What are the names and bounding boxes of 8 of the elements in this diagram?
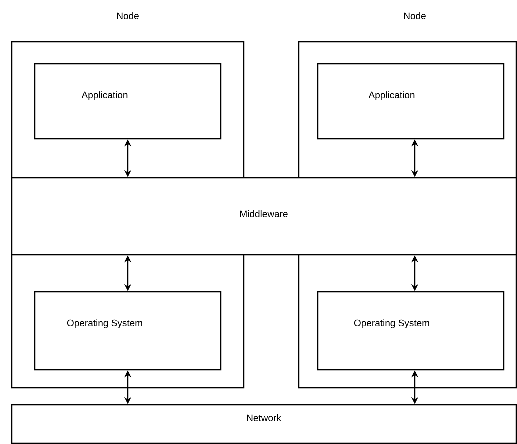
component-box: Application (34, 63, 222, 140)
middleware-box: Middleware (11, 177, 517, 256)
node-label: Node (404, 12, 426, 20)
component-box: Operating System (34, 291, 222, 371)
component-box: Application (317, 63, 505, 140)
network-box: Network (11, 404, 517, 444)
node-label: Node (117, 12, 139, 20)
component-box: Operating System (317, 291, 505, 371)
